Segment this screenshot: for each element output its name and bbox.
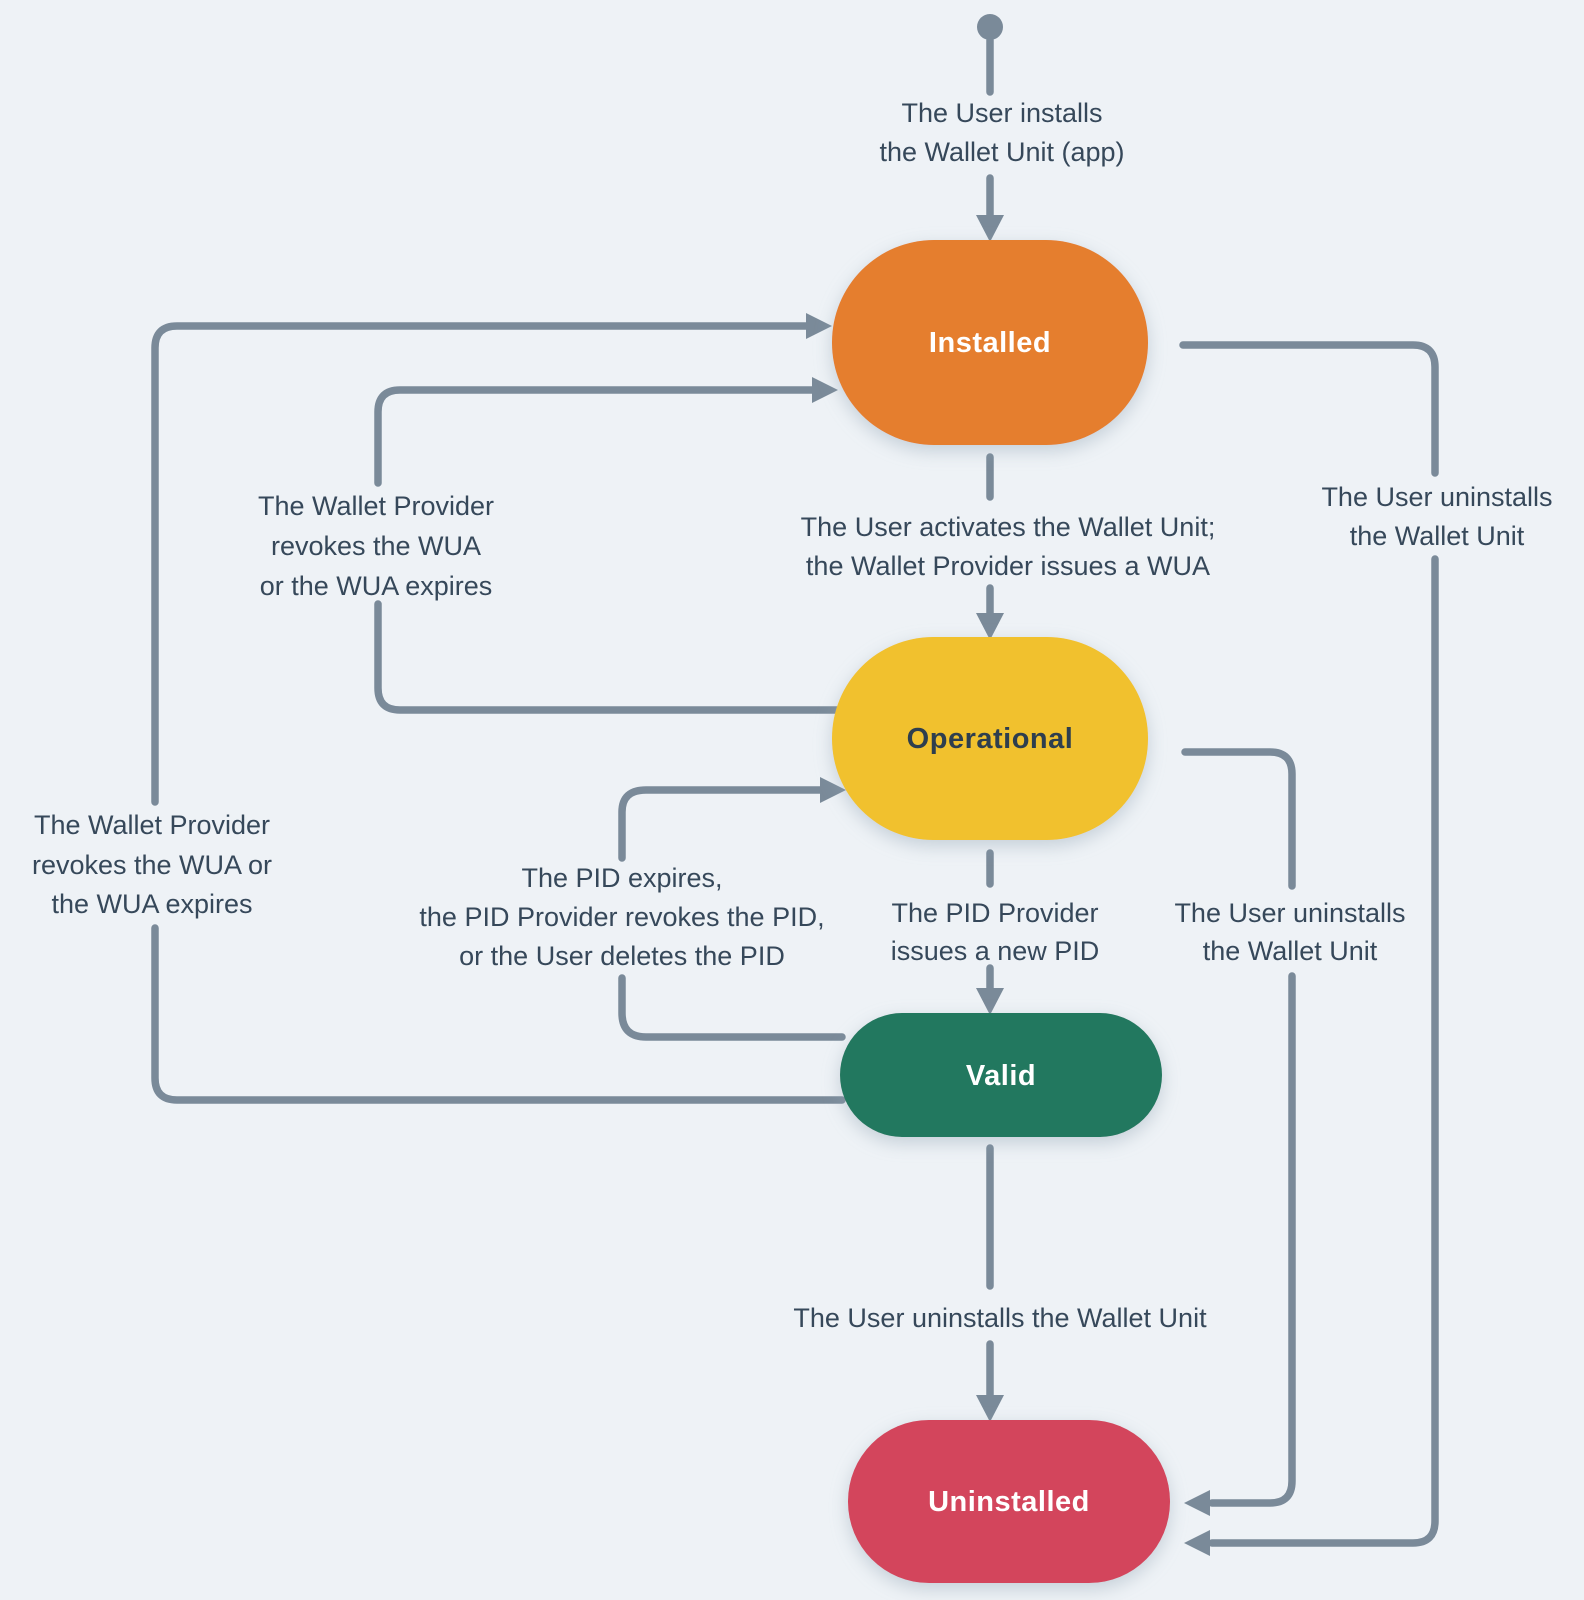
arrowhead-into-installed-left-upper <box>806 313 832 339</box>
edge-label-install: The User installs the Wallet Unit (app) <box>879 98 1124 167</box>
edge-label-wua-revoked-from-operational-line1: The Wallet Provider <box>258 491 494 521</box>
state-label-uninstalled: Uninstalled <box>928 1486 1090 1518</box>
edge-label-new-pid-line2: issues a new PID <box>891 936 1100 966</box>
edge-label-wua-revoked-from-valid-line2: revokes the WUA or <box>32 850 272 880</box>
edge-label-uninstall-from-valid-line1: The User uninstalls the Wallet Unit <box>793 1303 1207 1333</box>
edge-labels: The User installs the Wallet Unit (app) … <box>32 98 1553 1333</box>
edge-label-wua-revoked-from-operational-line2: revokes the WUA <box>271 531 481 561</box>
edge-installed-to-uninstalled <box>1179 341 1439 1547</box>
edge-label-wua-revoked-from-valid-line3: the WUA expires <box>51 889 252 919</box>
state-node-uninstalled <box>848 1420 1170 1583</box>
arrowhead-into-uninstalled-right-upper <box>1184 1490 1210 1516</box>
edge-label-new-pid-line1: The PID Provider <box>891 898 1098 928</box>
arrowhead-into-installed-left-lower <box>812 377 838 403</box>
edge-label-uninstall-from-operational: The User uninstalls the Wallet Unit <box>1174 898 1405 966</box>
state-node-valid <box>840 1013 1162 1137</box>
state-node-operational <box>832 637 1148 840</box>
edge-operational-to-uninstalled <box>1181 748 1296 1507</box>
edge-label-activate: The User activates the Wallet Unit; the … <box>801 512 1216 581</box>
edge-label-wua-revoked-from-operational: The Wallet Provider revokes the WUA or t… <box>258 491 494 601</box>
edge-label-wua-revoked-from-operational-line3: or the WUA expires <box>260 571 493 601</box>
arrowhead-into-operational-left <box>820 777 846 803</box>
edge-valid-to-installed <box>151 322 846 1104</box>
state-label-valid: Valid <box>966 1060 1036 1092</box>
edge-label-install-line2: the Wallet Unit (app) <box>879 137 1124 167</box>
arrowhead-into-uninstalled-top <box>976 1395 1004 1422</box>
edge-label-uninstall-from-installed: The User uninstalls the Wallet Unit <box>1321 482 1552 551</box>
arrowhead-into-valid-top <box>976 988 1004 1015</box>
edge-label-wua-revoked-from-valid: The Wallet Provider revokes the WUA or t… <box>32 810 272 919</box>
edge-arrowheads <box>806 215 1210 1556</box>
edge-label-activate-line1: The User activates the Wallet Unit; <box>801 512 1216 542</box>
edge-label-new-pid: The PID Provider issues a new PID <box>891 898 1100 966</box>
arrowhead-into-installed-top <box>976 215 1004 242</box>
state-label-operational: Operational <box>907 723 1074 755</box>
edge-label-uninstall-from-valid: The User uninstalls the Wallet Unit <box>793 1303 1207 1333</box>
state-label-installed: Installed <box>929 327 1051 359</box>
edge-label-pid-invalid-line2: the PID Provider revokes the PID, <box>419 902 824 932</box>
edge-label-uninstall-from-installed-line2: the Wallet Unit <box>1350 521 1525 551</box>
edge-label-pid-invalid-line1: The PID expires, <box>521 863 722 893</box>
edge-lines <box>151 36 1439 1547</box>
edge-label-uninstall-from-operational-line1: The User uninstalls <box>1174 898 1405 928</box>
state-node-installed <box>832 240 1148 445</box>
edge-label-pid-invalid-line3: or the User deletes the PID <box>459 941 785 971</box>
edge-label-pid-invalid: The PID expires, the PID Provider revoke… <box>419 863 824 971</box>
edge-operational-to-installed <box>374 386 846 714</box>
edge-label-activate-line2: the Wallet Provider issues a WUA <box>806 551 1210 581</box>
edge-label-uninstall-from-installed-line1: The User uninstalls <box>1321 482 1552 512</box>
edge-valid-to-operational <box>618 786 846 1041</box>
edge-label-install-line1: The User installs <box>901 98 1102 128</box>
start-state-dot <box>977 14 1003 40</box>
edge-label-uninstall-from-operational-line2: the Wallet Unit <box>1203 936 1378 966</box>
arrowhead-into-operational-top <box>976 613 1004 640</box>
edge-label-wua-revoked-from-valid-line1: The Wallet Provider <box>34 810 270 840</box>
arrowhead-into-uninstalled-right-lower <box>1184 1530 1210 1556</box>
